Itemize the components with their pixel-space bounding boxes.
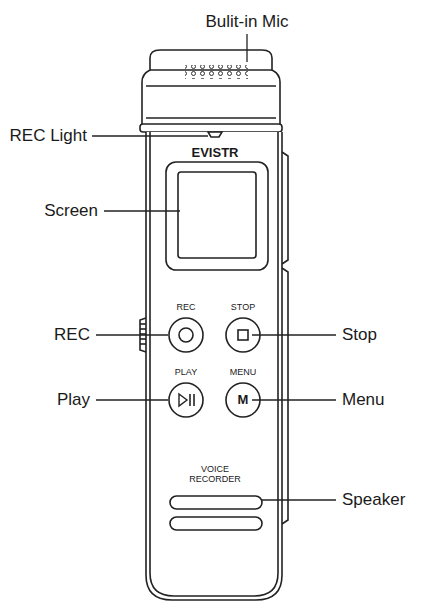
part-label: Stop: [342, 325, 377, 345]
button-text: PLAY: [175, 367, 197, 377]
brand-text: EVISTR: [192, 146, 239, 161]
part-label: REC Light: [10, 126, 87, 146]
part-label: Menu: [342, 390, 385, 410]
button-text: STOP: [231, 302, 255, 312]
button-text: REC: [176, 302, 195, 312]
button-symbol: M: [238, 393, 249, 408]
part-label: Speaker: [342, 490, 405, 510]
part-label: Screen: [44, 201, 98, 221]
part-label: Bulit-in Mic: [205, 12, 288, 32]
product-text: VOICE RECORDER: [185, 464, 245, 485]
part-label: Play: [57, 390, 90, 410]
button-text: MENU: [230, 367, 257, 377]
part-label: REC: [54, 325, 90, 345]
